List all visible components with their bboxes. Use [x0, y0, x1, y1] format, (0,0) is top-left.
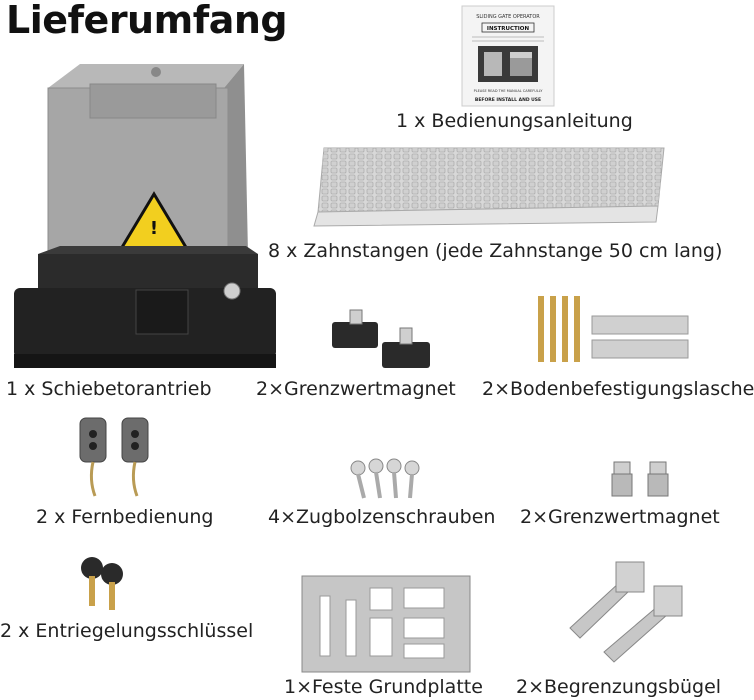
manual-cover-note-2: BEFORE INSTALL AND USE [475, 97, 541, 103]
remotes-image [79, 417, 149, 497]
gate-motor-image: ! [14, 64, 276, 368]
manual-cover-note-1: PLEASE READ THE MANUAL CAREFULLY [474, 89, 544, 93]
gear-rack-image [313, 147, 665, 227]
limit-brackets-image [569, 561, 683, 663]
remotes-caption: 2 x Fernbedienung [36, 506, 214, 528]
floor-brackets-caption: 2×Bodenbefestigungslasche [482, 378, 754, 400]
manual-caption: 1 x Bedienungsanleitung [396, 110, 633, 132]
keys-image [81, 557, 123, 610]
manual-cover-title: SLIDING GATE OPERATOR [476, 14, 540, 20]
limit-brackets-caption: 2×Begrenzungsbügel [516, 676, 722, 698]
manual-image: SLIDING GATE OPERATOR INSTRUCTION PLEASE… [461, 5, 555, 107]
bolts-image [350, 458, 420, 499]
floor-brackets-image [538, 296, 689, 362]
manual-cover-heading: INSTRUCTION [487, 26, 530, 32]
bolts-caption: 4×Zugbolzenschrauben [268, 506, 496, 528]
page-title: Lieferumfang [6, 0, 288, 42]
base-plate-caption: 1×Feste Grundplatte [284, 676, 483, 698]
limit-magnet-2-image [611, 461, 669, 497]
racks-caption: 8 x Zahnstangen (jede Zahnstange 50 cm l… [268, 240, 723, 262]
keys-caption: 2 x Entriegelungsschlüssel [0, 620, 254, 642]
limit-magnet-2-caption: 2×Grenzwertmagnet [520, 506, 720, 528]
motor-caption: 1 x Schiebetorantrieb [6, 378, 212, 400]
limit-magnet-1-image [332, 309, 430, 368]
svg-text:!: ! [150, 218, 158, 239]
base-plate-image [301, 575, 471, 673]
limit-magnet-1-caption: 2×Grenzwertmagnet [256, 378, 456, 400]
